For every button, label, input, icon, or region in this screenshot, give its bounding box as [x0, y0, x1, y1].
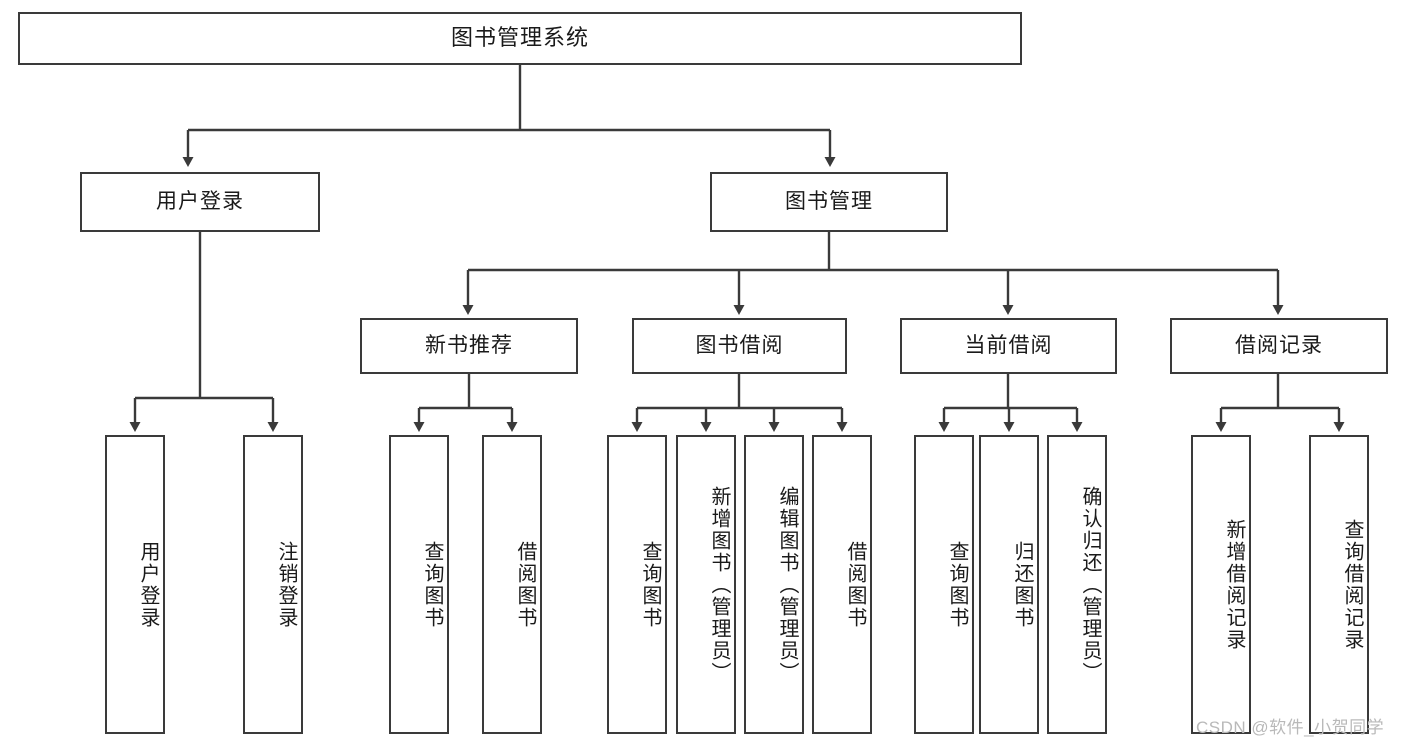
leaf-record-add-record[interactable]: 新增借阅记录 — [1191, 435, 1251, 734]
leaf-user-login-signout[interactable]: 注销登录 — [243, 435, 303, 734]
leaf-record-query-record[interactable]: 查询借阅记录 — [1309, 435, 1369, 734]
node-book-borrow[interactable]: 图书借阅 — [632, 318, 847, 374]
leaf-current-query-book[interactable]: 查询图书 — [914, 435, 974, 734]
leaf-user-login-signin[interactable]: 用户登录 — [105, 435, 165, 734]
leaf-borrow-borrow-book[interactable]: 借阅图书 — [812, 435, 872, 734]
node-book-management-label: 图书管理 — [785, 190, 873, 214]
leaf-current-confirm-return[interactable]: 确认归还（管理员） — [1047, 435, 1107, 734]
leaf-borrow-add-book-label: 新增图书（管理员） — [708, 485, 730, 684]
csdn-watermark: CSDN @软件_小贺同学 — [1196, 718, 1385, 737]
leaf-current-query-book-label: 查询图书 — [946, 540, 968, 629]
node-current-borrow[interactable]: 当前借阅 — [900, 318, 1117, 374]
node-new-book-recommend[interactable]: 新书推荐 — [360, 318, 578, 374]
node-user-login-label: 用户登录 — [156, 190, 244, 214]
leaf-borrow-query-book[interactable]: 查询图书 — [607, 435, 667, 734]
node-borrow-record[interactable]: 借阅记录 — [1170, 318, 1388, 374]
leaf-current-return-book[interactable]: 归还图书 — [979, 435, 1039, 734]
node-root-system-label: 图书管理系统 — [450, 25, 589, 51]
leaf-borrow-borrow-book-label: 借阅图书 — [844, 540, 866, 629]
node-borrow-record-label: 借阅记录 — [1235, 334, 1323, 358]
node-book-borrow-label: 图书借阅 — [695, 334, 784, 358]
leaf-borrow-add-book[interactable]: 新增图书（管理员） — [676, 435, 736, 734]
leaf-recommend-query-book[interactable]: 查询图书 — [389, 435, 449, 734]
node-current-borrow-label: 当前借阅 — [964, 334, 1053, 358]
leaf-recommend-query-book-label: 查询图书 — [421, 540, 443, 629]
leaf-borrow-query-book-label: 查询图书 — [639, 540, 661, 629]
leaf-record-add-record-label: 新增借阅记录 — [1223, 518, 1245, 651]
node-book-management[interactable]: 图书管理 — [710, 172, 948, 232]
leaf-recommend-borrow-book-label: 借阅图书 — [514, 540, 536, 629]
leaf-current-confirm-return-label: 确认归还（管理员） — [1079, 485, 1101, 684]
leaf-record-query-record-label: 查询借阅记录 — [1341, 518, 1363, 651]
leaf-borrow-edit-book-label: 编辑图书（管理员） — [776, 485, 798, 684]
node-root-system[interactable]: 图书管理系统 — [18, 12, 1022, 65]
leaf-user-login-signin-label: 用户登录 — [137, 540, 159, 629]
leaf-borrow-edit-book[interactable]: 编辑图书（管理员） — [744, 435, 804, 734]
node-new-book-recommend-label: 新书推荐 — [425, 334, 513, 358]
leaf-recommend-borrow-book[interactable]: 借阅图书 — [482, 435, 542, 734]
leaf-current-return-book-label: 归还图书 — [1011, 540, 1033, 629]
leaf-user-login-signout-label: 注销登录 — [275, 540, 297, 629]
node-user-login[interactable]: 用户登录 — [80, 172, 320, 232]
